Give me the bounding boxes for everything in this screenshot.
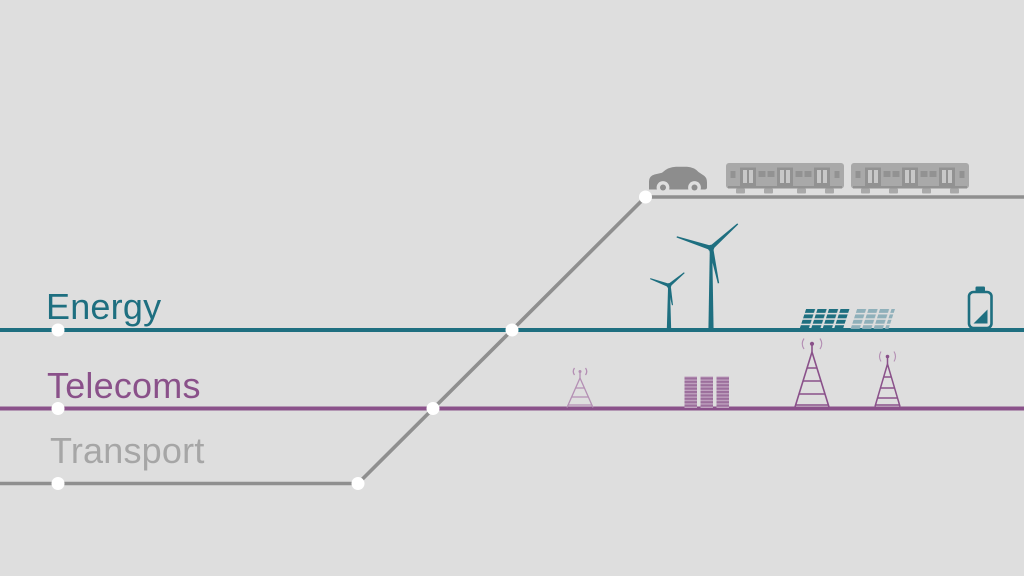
radio-tower-large-icon <box>794 338 830 408</box>
radio-tower-medium-icon <box>874 351 901 407</box>
telecoms-label: Telecoms <box>47 365 201 406</box>
solar-array-light-icon <box>850 309 895 329</box>
solar-array-dark-icon <box>799 309 850 329</box>
energy-label: Energy <box>46 286 162 327</box>
telecoms-start-dot <box>51 402 65 415</box>
transport-bend-upper-dot <box>639 190 652 204</box>
server-racks-icon <box>684 376 729 408</box>
transport-bend-lower-dot <box>351 477 365 490</box>
transport-label: Transport <box>50 430 205 471</box>
train-car-icon <box>851 163 969 194</box>
battery-icon <box>967 286 993 330</box>
transport-start-dot <box>51 477 65 490</box>
transport-line <box>0 195 1024 486</box>
train-car-icon <box>726 163 844 194</box>
energy-crossing-dot <box>505 323 519 337</box>
car-icon <box>649 166 707 194</box>
radio-tower-faint-icon <box>566 367 594 408</box>
telecoms-crossing-dot <box>426 402 440 415</box>
wind-turbine-small-icon <box>650 272 685 330</box>
energy-start-dot <box>51 323 65 337</box>
wind-turbine-large-icon <box>676 223 739 330</box>
